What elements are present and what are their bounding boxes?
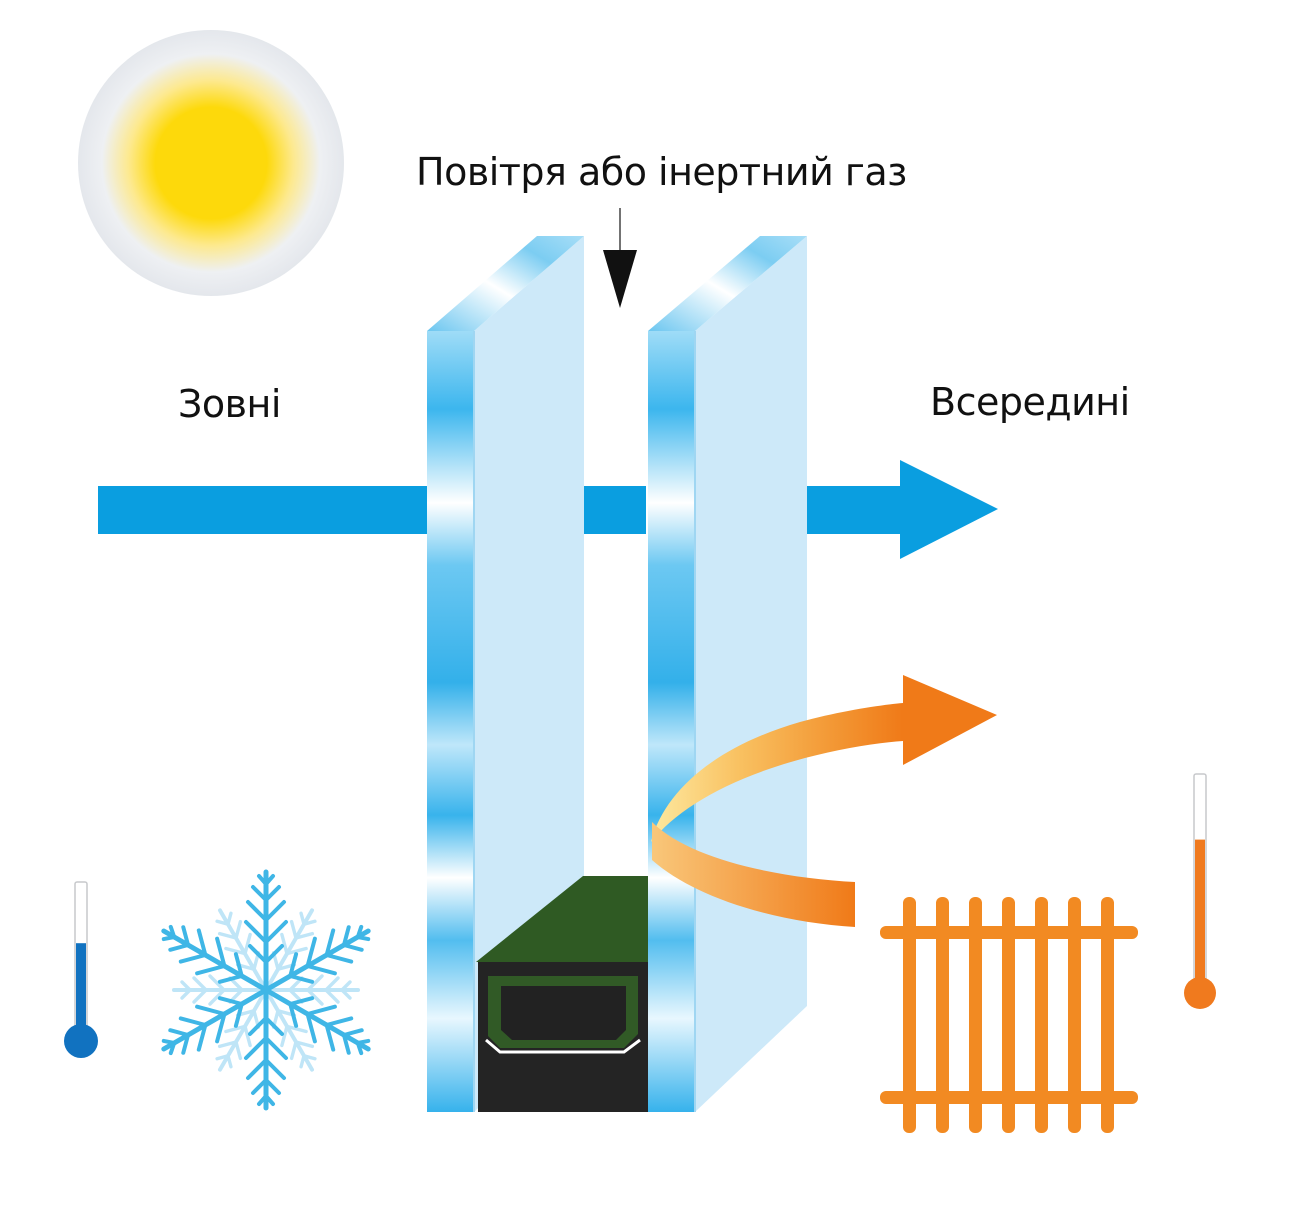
thermometer-warm-icon [1184,773,1216,1009]
outside-label: Зовні [178,382,281,426]
gas-pointer-arrow [603,208,637,308]
light-arrow-segment-outside [98,486,428,534]
inside-label: Всередині [930,380,1130,424]
heat-arrow [651,675,997,927]
radiator-icon [880,897,1138,1133]
spacer-frame [476,876,648,1112]
snowflake-icon [154,872,378,1108]
thermometer-cold-level [76,943,86,1032]
thermometer-warm-level [1195,839,1205,988]
light-arrow-head [900,460,998,559]
thermometer-cold-icon [64,881,98,1058]
outer-glass-pane [427,236,584,1112]
inner-glass-pane [648,236,807,1112]
sun-icon [78,30,344,296]
gas-label: Повітря або інертний газ [416,150,907,194]
